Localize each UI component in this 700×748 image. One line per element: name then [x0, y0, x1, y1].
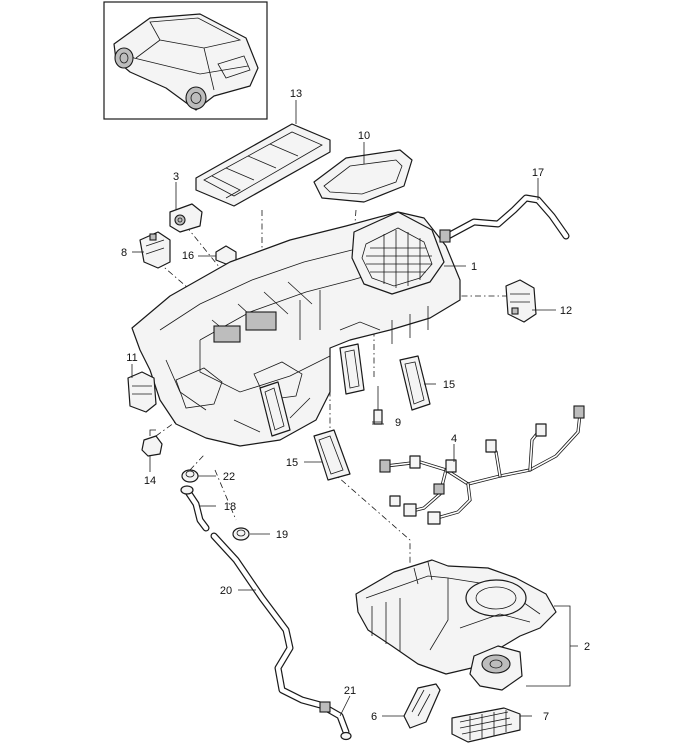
- callout-9: 9: [395, 417, 401, 429]
- callout-19: 19: [276, 529, 288, 541]
- part-9-temp-sensor: [372, 386, 384, 425]
- callout-4: 4: [451, 433, 457, 445]
- part-1-blower-grille: [351, 211, 445, 295]
- callout-15-lower: 15: [286, 457, 298, 469]
- part-15-seal-housing-2: [259, 381, 291, 437]
- callout-14: 14: [144, 475, 156, 487]
- part-11-servo-motor: [127, 371, 157, 413]
- callout-7: 7: [543, 711, 549, 723]
- callout-1: 1: [471, 261, 477, 273]
- vehicle-thumbnail: [103, 1, 268, 120]
- callout-6: 6: [371, 711, 377, 723]
- part-20-drain-hose: [210, 532, 328, 710]
- callout-12: 12: [560, 305, 572, 317]
- callout-3: 3: [173, 171, 179, 183]
- callout-13: 13: [290, 88, 302, 100]
- part-15-seal-lower: [313, 429, 351, 481]
- part-18-drain-elbow: [180, 485, 210, 532]
- part-14-sensor: [141, 429, 163, 457]
- callout-21: 21: [344, 685, 356, 697]
- part-3-actuator: [169, 203, 203, 233]
- leader-lines: [131, 100, 578, 717]
- part-10-gasket: [313, 149, 413, 203]
- callout-10: 10: [358, 130, 370, 142]
- callout-2: 2: [584, 641, 590, 653]
- part-21-drain-valve: [319, 701, 352, 741]
- part-13-air-filter: [195, 123, 331, 207]
- part-12-servo-motor: [505, 279, 537, 323]
- part-19-ring: [232, 527, 250, 541]
- part-15-seal-upper: [399, 355, 431, 411]
- callout-11: 11: [126, 352, 137, 364]
- callout-22: 22: [223, 471, 235, 483]
- callout-18: 18: [224, 501, 236, 513]
- callouts: 1 2 3 4 6 7 8 9 10 11 12 13 14 15 15 16 …: [121, 88, 590, 723]
- callout-20: 20: [220, 585, 232, 597]
- part-8-servo-motor: [139, 231, 171, 269]
- part-15-seal-housing-1: [339, 343, 365, 395]
- part-7-resistor-block: [451, 707, 521, 743]
- part-6-control-module: [403, 683, 441, 729]
- callout-8: 8: [121, 247, 127, 259]
- callout-15-upper: 15: [443, 379, 455, 391]
- part-4-wiring-harness: [379, 405, 585, 525]
- part-22-grommet: [181, 469, 199, 483]
- part-2-blower-housing: [355, 559, 557, 691]
- part-17-drain-hose: [439, 194, 570, 243]
- callout-16: 16: [182, 250, 194, 262]
- callout-17: 17: [532, 167, 544, 179]
